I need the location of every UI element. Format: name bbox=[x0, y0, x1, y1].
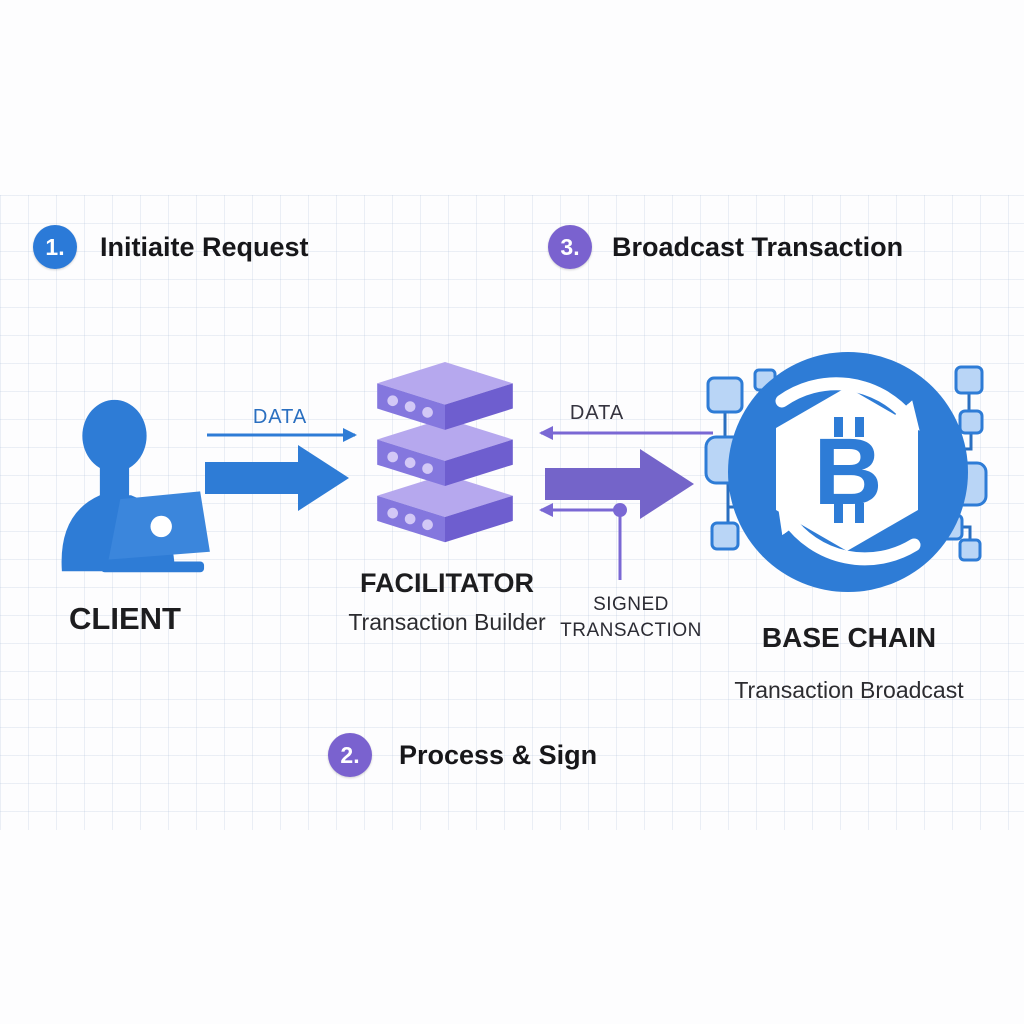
step-1-label: Initiaite Request bbox=[100, 232, 309, 262]
client-title: CLIENT bbox=[69, 601, 181, 636]
sync-arrows-icon bbox=[775, 377, 921, 566]
signed-transaction-line1: SIGNED bbox=[593, 594, 669, 615]
step-2-label: Process & Sign bbox=[399, 740, 598, 770]
hexagon-shape bbox=[776, 387, 918, 551]
client-user-icon bbox=[61, 399, 210, 573]
request-data-label: DATA bbox=[252, 406, 308, 428]
signed-transaction-connector bbox=[539, 503, 627, 580]
flow-arrow-client-to-facilitator bbox=[205, 445, 349, 511]
blockchain-icon: B bbox=[704, 352, 988, 592]
step-1-number: 1. bbox=[45, 233, 65, 260]
facilitator-subtitle: Transaction Builder bbox=[348, 609, 546, 635]
server-layer-top bbox=[377, 362, 513, 430]
server-stack-icon bbox=[377, 362, 513, 543]
bitcoin-symbol: B bbox=[814, 419, 883, 525]
flow-arrow-facilitator-to-basechain bbox=[545, 449, 694, 519]
person-neck bbox=[99, 455, 130, 503]
server-layer-bottom bbox=[377, 474, 513, 543]
step-3-label: Broadcast Transaction bbox=[612, 232, 904, 262]
step-3-number: 3. bbox=[560, 233, 580, 260]
facilitator-title: FACILITATOR bbox=[360, 568, 534, 598]
return-data-label: DATA bbox=[569, 402, 625, 424]
return-data-arrow bbox=[539, 426, 713, 440]
server-layer-middle bbox=[377, 418, 513, 486]
base-chain-subtitle: Transaction Broadcast bbox=[734, 677, 964, 703]
bitcoin-icon: B bbox=[814, 417, 883, 525]
signed-transaction-label: SIGNED TRANSACTION bbox=[556, 592, 706, 644]
step-1-badge: 1. bbox=[33, 225, 77, 269]
person-head bbox=[82, 399, 147, 472]
step-2-number: 2. bbox=[340, 741, 360, 768]
signed-transaction-line2: TRANSACTION bbox=[560, 620, 702, 641]
step-3-badge: 3. bbox=[548, 225, 592, 269]
request-data-arrow bbox=[207, 428, 357, 442]
base-chain-title: BASE CHAIN bbox=[761, 622, 937, 653]
laptop-icon bbox=[100, 491, 210, 573]
step-2-badge: 2. bbox=[328, 733, 372, 777]
